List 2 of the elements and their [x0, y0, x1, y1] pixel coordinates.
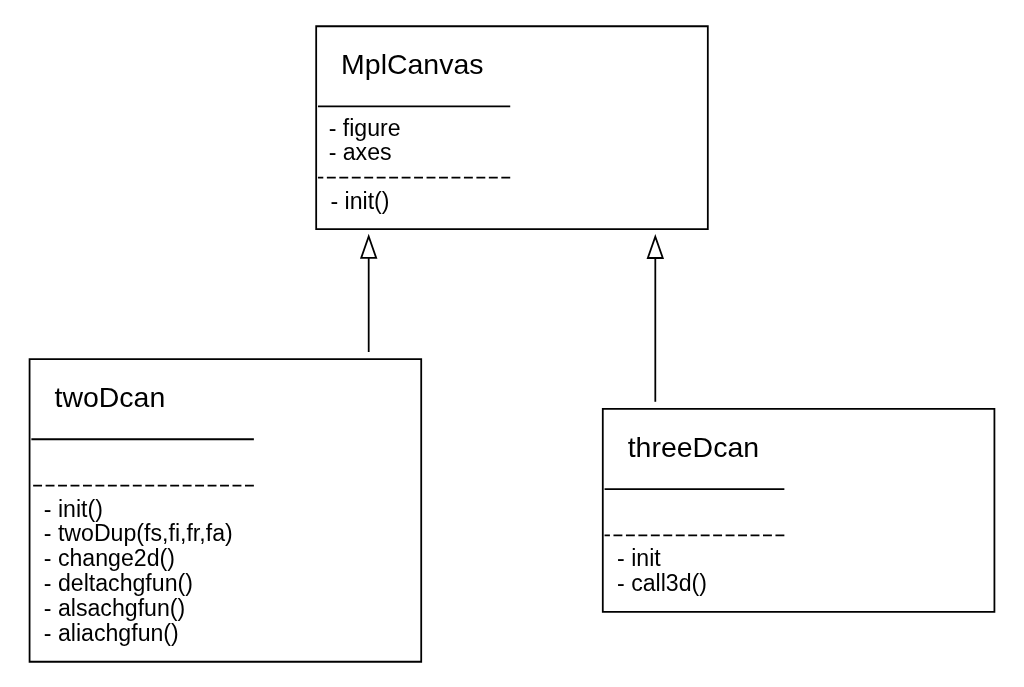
arrow — [359, 233, 378, 353]
arrow — [646, 233, 665, 403]
